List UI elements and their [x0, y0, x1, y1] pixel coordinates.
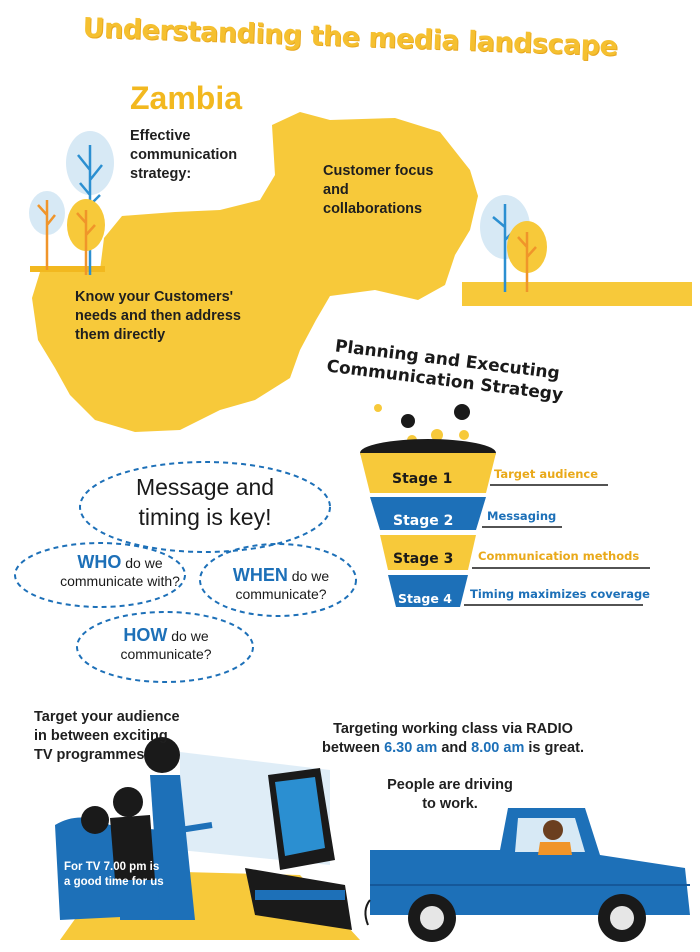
- radio-text: Targeting working class via RADIO betwee…: [318, 720, 588, 758]
- ground-left: [30, 266, 105, 272]
- trees-right-illustration: [480, 195, 547, 292]
- know-customers-text: Know your Customers' needs and then addr…: [75, 289, 241, 343]
- tv-scene-illustration: [55, 737, 360, 940]
- funnel-stage-1: [360, 453, 496, 493]
- customer-focus-text: Customer focus and collaborations: [323, 163, 434, 217]
- stage-3-desc: Communication methods: [478, 549, 640, 563]
- funnel-illustration: [360, 404, 650, 607]
- when-bubble-text: WHEN do we communicate?: [222, 566, 340, 603]
- zambia-map-shape: [32, 112, 478, 432]
- stage-3-label: Stage 3: [393, 551, 454, 567]
- main-bubble-text: Message and timing is key!: [135, 474, 275, 530]
- stage-2-desc: Messaging: [487, 509, 557, 523]
- truck-illustration: [364, 808, 690, 942]
- radio-suffix: is great.: [528, 740, 584, 756]
- funnel-stage-2: [370, 497, 486, 530]
- how-rest: do we communicate?: [120, 628, 212, 662]
- when-keyword: WHEN: [232, 565, 288, 585]
- stage-2-label: Stage 2: [393, 513, 454, 529]
- who-keyword: WHO: [77, 552, 122, 572]
- trees-left-illustration: [29, 131, 114, 275]
- who-bubble-text: WHO do we communicate with?: [45, 553, 195, 590]
- when-rest: do we communicate?: [235, 568, 330, 602]
- radio-prefix: Targeting working class via RADIO betwee…: [322, 721, 573, 756]
- bubble-main-outline: [79, 461, 331, 553]
- tv-time-text: For TV 7.00 pm is a good time for us: [64, 861, 164, 888]
- funnel-stage-4: [388, 575, 468, 607]
- funnel-stage-3: [380, 535, 476, 570]
- bubble-who-outline: [14, 542, 186, 608]
- who-rest: do we communicate with?: [60, 555, 180, 589]
- how-keyword: HOW: [123, 625, 168, 645]
- stage-4-label: Stage 4: [398, 591, 452, 606]
- driving-text: People are driving to work.: [387, 777, 513, 812]
- stage-1-desc: Target audience: [494, 467, 599, 481]
- tv-audience-text: Target your audience in between exciting…: [34, 709, 180, 763]
- country-heading: Zambia: [130, 80, 243, 116]
- how-bubble-text: HOW do we communicate?: [112, 626, 220, 663]
- strategy-text: Effective communication strategy:: [130, 128, 238, 182]
- stage-1-label: Stage 1: [392, 471, 453, 487]
- radio-and: and: [441, 740, 468, 756]
- radio-start-time: 6.30 am: [384, 740, 438, 756]
- bubble-when-outline: [199, 543, 357, 617]
- ground-right: [462, 282, 692, 306]
- bubble-how-outline: [76, 611, 254, 683]
- speech-bubbles: [14, 461, 357, 683]
- radio-end-time: 8.00 am: [471, 740, 525, 756]
- stage-4-desc: Timing maximizes coverage: [470, 587, 650, 601]
